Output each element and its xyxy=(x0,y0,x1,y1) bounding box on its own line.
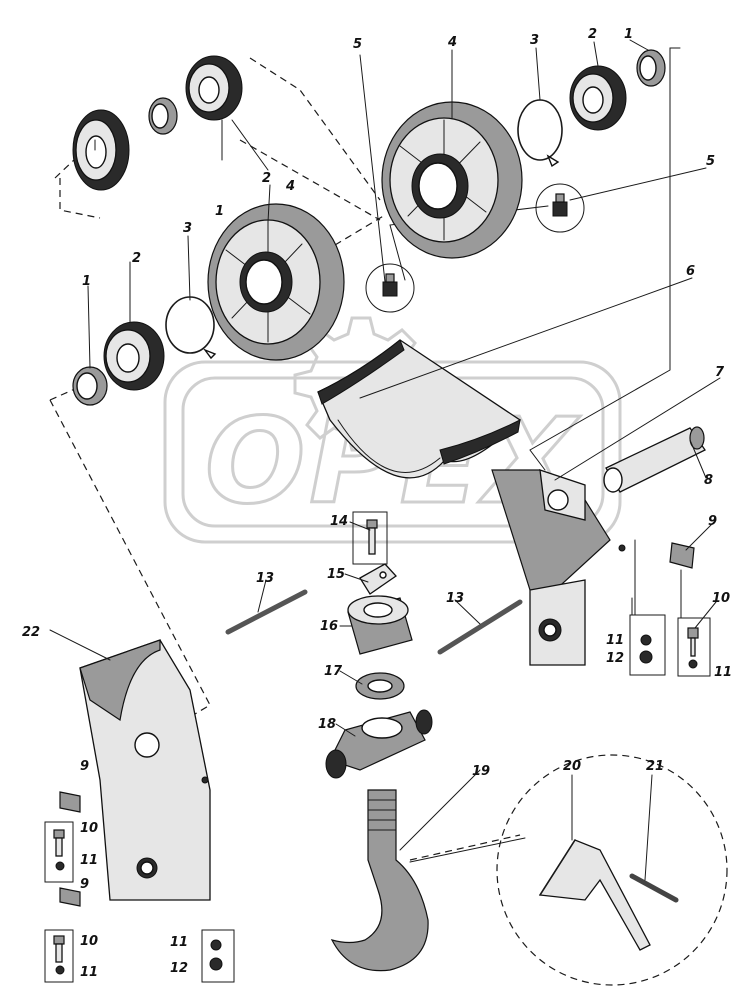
nut-11-right-b xyxy=(688,659,698,669)
callout-13b: 13 xyxy=(446,591,464,606)
callout-17: 17 xyxy=(324,664,343,679)
nut-16 xyxy=(347,595,413,655)
callout-3b: 3 xyxy=(530,33,539,48)
bolt-10-left-a xyxy=(53,829,65,857)
callout-11b: 11 xyxy=(714,665,732,680)
callout-11c: 11 xyxy=(80,853,98,868)
callout-4a: 4 xyxy=(285,179,295,194)
callout-labels: 1 2 3 4 5 5 4 3 2 1 2 1 6 7 8 9 10 11 11… xyxy=(22,27,732,980)
box-11-12-right xyxy=(629,614,666,676)
callout-9b: 9 xyxy=(80,759,89,774)
callout-11a: 11 xyxy=(606,633,624,648)
nut-11-right-box xyxy=(640,634,652,646)
rod-13-right xyxy=(437,599,523,655)
callout-11d: 11 xyxy=(80,965,98,980)
callout-2c: 2 xyxy=(132,251,141,266)
nut-11-left-a xyxy=(55,861,65,871)
lock-plate-15 xyxy=(359,563,397,595)
rod-13-left xyxy=(225,589,308,635)
ring-1-upper-right xyxy=(636,49,666,87)
callout-14: 14 xyxy=(330,514,348,529)
callout-9a: 9 xyxy=(708,514,717,529)
plate-9-left-b xyxy=(59,887,81,907)
nut-12-right-box xyxy=(639,650,653,664)
grease-fitting-5-left xyxy=(365,263,415,313)
callout-19: 19 xyxy=(472,764,490,779)
plate-9-right xyxy=(669,542,695,569)
hub-4-right xyxy=(381,101,523,259)
callout-5b: 5 xyxy=(706,154,715,169)
callout-13a: 13 xyxy=(256,571,274,586)
box-10-11-left-b xyxy=(44,929,74,983)
callout-1c: 1 xyxy=(82,274,91,289)
leader-11-right xyxy=(631,539,636,616)
leader-10-right xyxy=(680,569,711,619)
callout-1a: 1 xyxy=(215,204,224,219)
nut-11-left-b xyxy=(55,965,65,975)
bearing-2-upper-mid xyxy=(185,55,243,121)
grease-fitting-5-right xyxy=(535,183,585,233)
snap-ring-3-right xyxy=(517,99,563,168)
bearing-2-upper-left xyxy=(72,109,130,191)
bolt-10-left-b xyxy=(53,935,65,963)
callout-15: 15 xyxy=(327,567,345,582)
bearing-2-lower-left xyxy=(103,321,165,391)
detail-circle xyxy=(496,754,728,986)
bracket-7 xyxy=(491,469,626,666)
hook-19 xyxy=(330,789,429,972)
callout-2b: 2 xyxy=(588,27,597,42)
callout-21: 21 xyxy=(646,759,664,774)
callout-9c: 9 xyxy=(80,877,89,892)
callout-20: 20 xyxy=(563,759,581,774)
callout-4b: 4 xyxy=(447,35,457,50)
ring-1-lower-left xyxy=(72,366,108,406)
bearing-2-upper-right xyxy=(569,65,627,131)
callout-12a: 12 xyxy=(606,651,624,666)
bolt-14 xyxy=(352,511,388,565)
box-10-11-left-a xyxy=(44,821,74,883)
snap-ring-3-left xyxy=(165,296,217,360)
callout-7: 7 xyxy=(715,365,725,380)
callout-18: 18 xyxy=(318,717,336,732)
plate-9-left-a xyxy=(59,791,81,813)
nut-11-left-box xyxy=(210,939,222,951)
hub-4-left xyxy=(207,203,345,361)
bolt-10-right xyxy=(687,627,699,657)
washer-17 xyxy=(355,672,405,700)
callout-10c: 10 xyxy=(80,934,98,949)
ring-1-upper-left xyxy=(148,97,178,135)
callout-16: 16 xyxy=(320,619,338,634)
cotter-20 xyxy=(538,839,651,951)
callout-11e: 11 xyxy=(170,935,188,950)
pin-8 xyxy=(603,426,706,493)
callout-leaders xyxy=(49,39,721,881)
callout-22: 22 xyxy=(22,625,40,640)
bracket-22 xyxy=(79,639,211,901)
box-11-12-left xyxy=(201,929,235,983)
callout-6: 6 xyxy=(686,264,695,279)
cover-6 xyxy=(317,339,522,479)
callout-5a: 5 xyxy=(353,37,362,52)
callout-10b: 10 xyxy=(80,821,98,836)
callout-1b: 1 xyxy=(624,27,633,42)
callout-3a: 3 xyxy=(183,221,192,236)
callout-2a: 2 xyxy=(262,171,271,186)
callout-8: 8 xyxy=(704,473,713,488)
callout-10a: 10 xyxy=(712,591,730,606)
traverse-18 xyxy=(325,709,433,779)
detail-leader xyxy=(409,837,526,863)
pin-21 xyxy=(629,873,679,903)
nut-12-left-box xyxy=(209,957,223,971)
callout-12b: 12 xyxy=(170,961,188,976)
